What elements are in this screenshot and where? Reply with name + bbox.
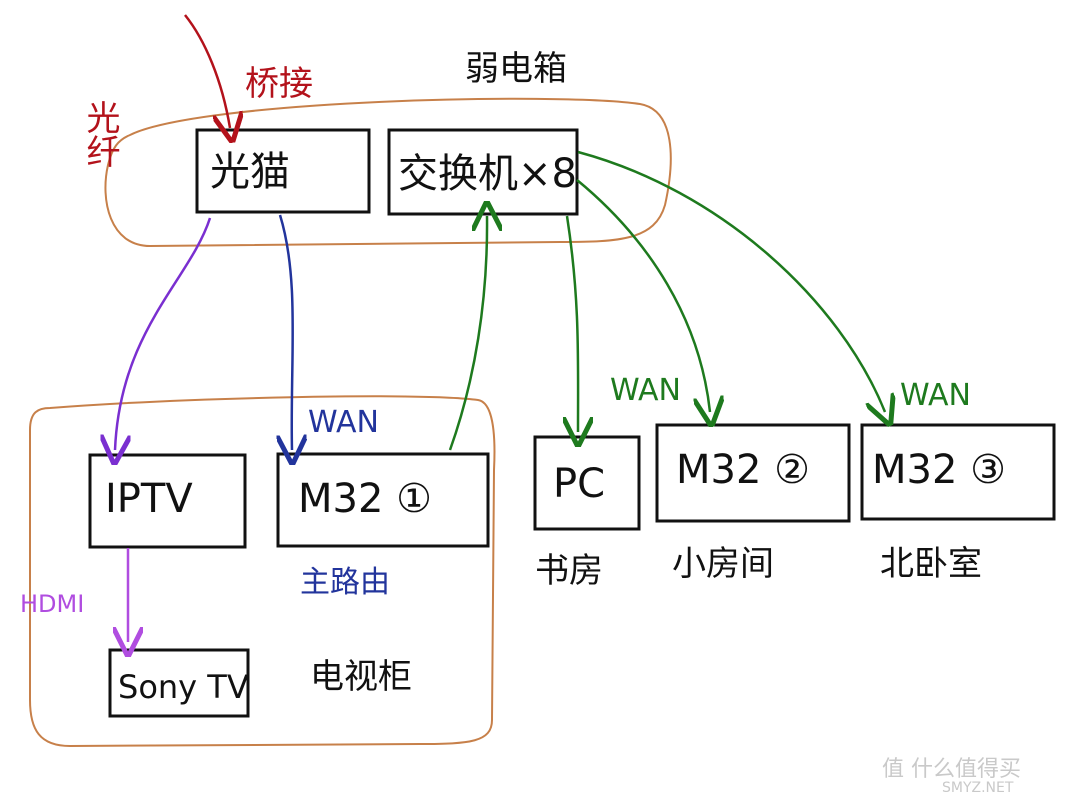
m32-2-box [655,423,851,523]
switch-to-m32-3-arrow [577,150,885,412]
modem-to-m32-1-arrow [280,214,293,450]
pc-label: PC [553,461,605,507]
fiber-label: 光纤 [80,100,120,168]
m32-3-box [860,423,1056,521]
m32-1-to-switch-arrow [448,216,487,451]
room-study-label: 书房 [535,551,603,591]
bridge-label: 桥接 [245,64,313,104]
main-router-label: 主路由 [300,565,390,600]
room-north-bedroom-label: 北卧室 [880,544,982,584]
m32-1-label: M32 ① [298,476,432,522]
tv-cabinet-outline [29,395,496,748]
room-small-label: 小房间 [672,544,774,584]
m32-1-box [276,452,490,548]
switch-label: 交换机×8 [398,151,577,197]
optical-modem-label: 光猫 [210,149,290,195]
watermark-text: 值 什么值得买 [882,757,1021,782]
fiber-arrow [184,14,230,128]
iptv-label: IPTV [105,476,193,522]
m32-2-label: M32 ② [676,447,810,493]
wan-label-m32-3: WAN [900,378,971,413]
m32-3-label: M32 ③ [872,447,1006,493]
sony-tv-label: Sony TV [118,668,249,706]
watermark-subtext: SMYZ.NET [942,780,1014,796]
wan-label-m32-2: WAN [610,373,681,408]
weak-box-outline [104,97,672,248]
switch-to-pc-arrow [567,215,578,432]
tv-cabinet-label: 电视柜 [310,657,412,697]
sony-tv-box [108,648,250,718]
switch-to-m32-2-arrow [576,179,710,412]
watermark: 值 什么值得买 SMYZ.NET [882,757,1021,796]
weak-box-label: 弱电箱 [465,49,567,89]
optical-modem-box [195,128,371,214]
hdmi-label: HDMI [20,590,84,618]
modem-to-iptv-arrow [115,217,212,450]
iptv-box [88,453,247,549]
wan-label-m32-1: WAN [308,405,379,440]
